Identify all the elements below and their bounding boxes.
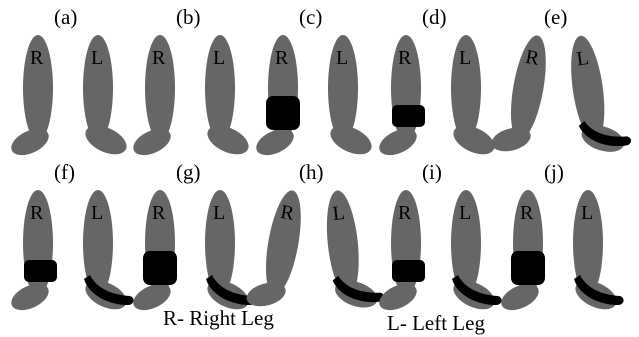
left-leg-group: L xyxy=(81,190,134,315)
legend-left: L- Left Leg xyxy=(387,311,485,335)
panel-label: (i) xyxy=(422,160,442,184)
panel-2: (b) R L xyxy=(129,5,253,160)
panel-7: (g) R L xyxy=(129,160,255,315)
panel-10: (j) R L xyxy=(497,160,623,315)
panel-label: (j) xyxy=(544,160,564,184)
panel-label: (d) xyxy=(422,5,447,29)
left-leg-label: L xyxy=(91,47,103,69)
right-leg-label: R xyxy=(520,202,534,224)
left-leg-group: L xyxy=(571,190,624,315)
right-leg-label: R xyxy=(30,47,44,69)
panel-6: (f) R L xyxy=(7,160,133,315)
right-leg-group: R xyxy=(485,30,552,161)
right-leg-group: R xyxy=(375,35,425,160)
left-leg-label: L xyxy=(459,202,471,224)
left-leg-group: L xyxy=(81,35,131,160)
right-ankle-patch-small xyxy=(392,260,425,282)
panel-1: (a) R L xyxy=(7,5,131,160)
left-leg-group: L xyxy=(203,35,253,160)
panel-8: (h)R L xyxy=(240,160,385,317)
left-leg-group: L xyxy=(320,187,385,317)
right-leg-label: R xyxy=(152,47,166,69)
right-leg-label: R xyxy=(398,202,412,224)
legend-right: R- Right Leg xyxy=(163,306,274,330)
left-leg-label: L xyxy=(336,47,348,69)
right-leg-label: R xyxy=(398,47,412,69)
right-leg-group: R xyxy=(129,35,175,160)
left-leg-group: L xyxy=(449,35,499,160)
panel-3: (c) R L xyxy=(252,5,376,160)
right-ankle-patch-large xyxy=(266,96,300,130)
left-leg-group: L xyxy=(564,31,634,162)
right-leg-group: R xyxy=(129,190,177,315)
right-ankle-patch-large xyxy=(511,251,545,285)
panel-label: (c) xyxy=(299,5,322,29)
panel-label: (h) xyxy=(299,160,324,184)
panel-4: (d) R L xyxy=(375,5,499,160)
right-leg-group: R xyxy=(497,190,545,315)
panel-label: (a) xyxy=(54,5,77,29)
right-ankle-patch-small xyxy=(392,105,425,127)
left-leg-label: L xyxy=(213,47,225,69)
right-leg-label: R xyxy=(30,202,44,224)
panel-label: (b) xyxy=(176,5,201,29)
right-ankle-patch-large xyxy=(143,251,177,285)
left-leg-label: L xyxy=(213,202,225,224)
right-leg-group: R xyxy=(7,190,57,315)
right-leg-group: R xyxy=(375,190,425,315)
right-ankle-patch-small xyxy=(24,260,57,282)
left-leg-group: L xyxy=(326,35,376,160)
left-leg-label: L xyxy=(581,202,593,224)
panel-label: (e) xyxy=(544,5,567,29)
panel-9: (i) R L xyxy=(375,160,501,315)
panel-label: (g) xyxy=(176,160,201,184)
left-leg-group: L xyxy=(449,190,502,315)
left-leg-label: L xyxy=(91,202,103,224)
left-leg-label: L xyxy=(459,47,471,69)
right-leg-group: R xyxy=(7,35,53,160)
right-leg-label: R xyxy=(275,47,289,69)
right-leg-group: R xyxy=(240,185,307,316)
right-leg-group: R xyxy=(252,35,300,160)
left-leg-label: L xyxy=(332,202,346,225)
panel-label: (f) xyxy=(54,160,75,184)
right-leg-label: R xyxy=(152,202,166,224)
